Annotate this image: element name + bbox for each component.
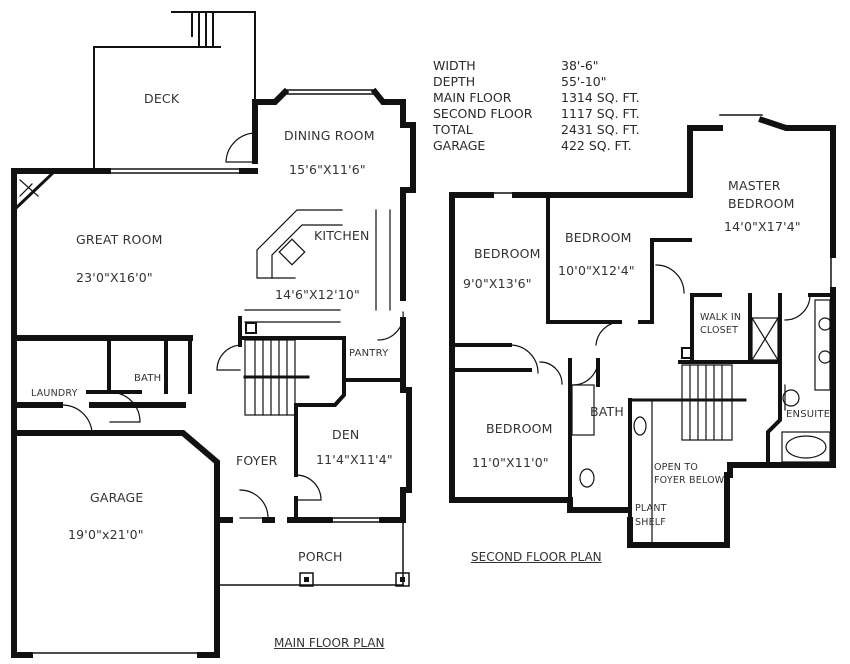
room-label-master-2: BEDROOM xyxy=(728,196,795,211)
room-size-master: 14'0"X17'4" xyxy=(724,219,801,234)
room-size-garage: 19'0"x21'0" xyxy=(68,527,144,542)
room-label-closet-1: WALK IN xyxy=(700,312,742,323)
label-open-to-2: FOYER BELOW xyxy=(654,475,725,486)
kitchen-island xyxy=(256,209,391,311)
room-size-bedroom-1: 9'0"X13'6" xyxy=(463,276,532,291)
room-label-bedroom-1: BEDROOM xyxy=(474,246,541,261)
room-size-bedroom-3: 11'0"X11'0" xyxy=(472,455,549,470)
room-label-ensuite: ENSUITE xyxy=(786,409,831,420)
room-size-den: 11'4"X11'4" xyxy=(316,452,393,467)
room-label-kitchen: KITCHEN xyxy=(314,228,370,243)
label-plant-shelf-2: SHELF xyxy=(635,517,666,528)
room-label-foyer: FOYER xyxy=(236,453,278,468)
room-label-bedroom-3: BEDROOM xyxy=(486,421,553,436)
label-open-to-1: OPEN TO xyxy=(654,462,699,473)
porch-outline xyxy=(216,519,404,586)
room-label-pantry: PANTRY xyxy=(349,348,389,359)
room-label-deck: DECK xyxy=(144,91,180,106)
room-label-dining: DINING ROOM xyxy=(284,128,375,143)
label-plant-shelf-1: PLANT xyxy=(635,503,667,514)
room-label-den: DEN xyxy=(332,427,360,442)
room-label-great: GREAT ROOM xyxy=(76,232,163,247)
room-label-bath-main: BATH xyxy=(134,373,162,384)
fireplace xyxy=(11,168,58,213)
room-label-laundry: LAUNDRY xyxy=(31,388,78,399)
room-label-garage: GARAGE xyxy=(90,490,144,505)
room-label-porch: PORCH xyxy=(298,549,343,564)
main-stairs xyxy=(243,309,341,416)
room-size-kitchen: 14'6"X12'10" xyxy=(275,287,361,302)
main-floor-plan-title: MAIN FLOOR PLAN xyxy=(274,636,385,650)
main-exterior-walls xyxy=(11,87,416,658)
room-label-bedroom-2: BEDROOM xyxy=(565,230,632,245)
room-size-great: 23'0"X16'0" xyxy=(76,270,153,285)
porch-posts xyxy=(299,572,410,587)
room-size-dining: 15'6"X11'6" xyxy=(289,162,366,177)
room-label-closet-2: CLOSET xyxy=(700,325,739,336)
second-interior-walls xyxy=(450,193,835,547)
deck-outline xyxy=(93,11,256,173)
room-label-master-1: MASTER xyxy=(728,178,781,193)
second-floor-plan-title: SECOND FLOOR PLAN xyxy=(471,550,602,564)
room-label-bath-second: BATH xyxy=(590,404,624,419)
second-exterior-walls xyxy=(449,116,836,548)
room-size-bedroom-2: 10'0"X12'4" xyxy=(558,263,635,278)
second-stairs xyxy=(628,364,747,441)
